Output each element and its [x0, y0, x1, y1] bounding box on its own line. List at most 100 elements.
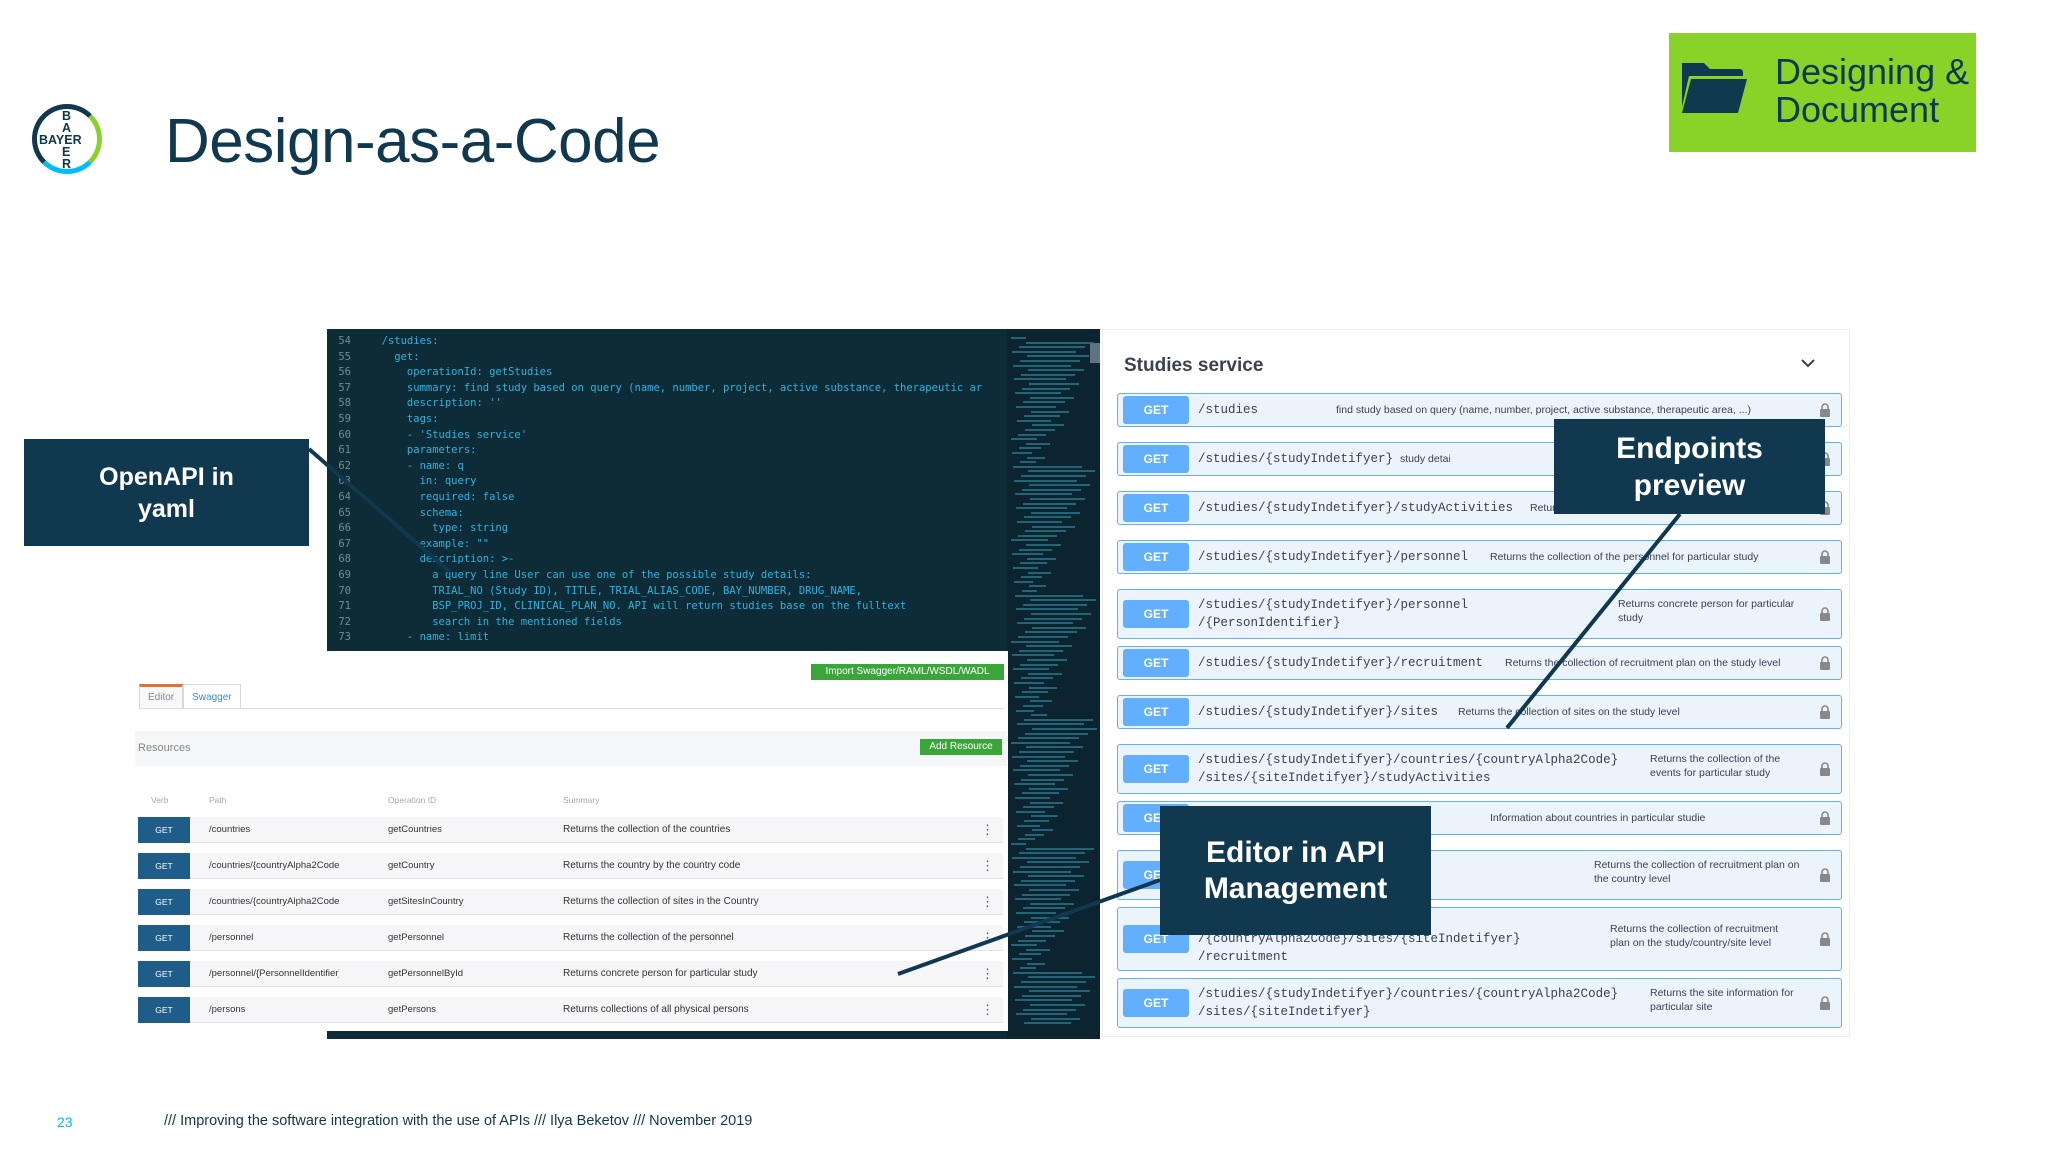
minimap-stroke — [1031, 410, 1069, 413]
lock-icon[interactable] — [1819, 868, 1831, 882]
minimap-stroke — [1024, 718, 1093, 721]
tab-swagger[interactable]: Swagger — [183, 684, 241, 709]
endpoint-row[interactable]: GET/studies/{studyIndetifyer}/countries/… — [1117, 744, 1842, 794]
kebab-menu-icon[interactable]: ⋮ — [981, 930, 993, 945]
code-line: 64 required: false — [327, 490, 1007, 506]
minimap-stroke — [1028, 571, 1051, 574]
minimap-stroke — [1027, 355, 1089, 358]
table-row[interactable]: GET/countries/{countryAlpha2Code}/sit...… — [138, 889, 1003, 915]
resources-label: Resources — [138, 742, 191, 754]
add-resource-button[interactable]: Add Resource — [920, 739, 1002, 755]
minimap-stroke — [1015, 392, 1061, 395]
endpoint-row[interactable]: GET/studies/{studyIndetifyer}/recruitmen… — [1117, 646, 1842, 680]
minimap-stroke — [1030, 396, 1074, 399]
minimap-stroke — [1023, 705, 1043, 707]
operation-id: getSitesInCountry — [388, 896, 464, 907]
resource-path: /countries/{countryAlpha2Code}/sit... — [209, 896, 339, 907]
method-badge: GET — [1123, 698, 1189, 726]
minimap-stroke — [1014, 378, 1066, 381]
lock-icon[interactable] — [1819, 705, 1831, 719]
minimap-stroke — [1021, 677, 1053, 680]
resources-bar: Resources Add Resource — [135, 731, 1007, 766]
code-minimap[interactable] — [1007, 329, 1100, 1039]
minimap-stroke — [1023, 502, 1076, 505]
lock-icon[interactable] — [1819, 811, 1831, 825]
minimap-stroke — [1024, 1022, 1071, 1025]
minimap-stroke — [1030, 498, 1085, 500]
lock-icon[interactable] — [1819, 607, 1831, 621]
lock-icon[interactable] — [1819, 656, 1831, 670]
endpoint-path: /studies/{studyIndetifyer}/recruitment — [1198, 656, 1484, 670]
minimap-stroke — [1020, 663, 1058, 666]
minimap-stroke — [1014, 985, 1077, 988]
minimap-stroke — [1020, 461, 1036, 464]
table-row[interactable]: GET/personnel/{PersonnelIdentifier}/sit.… — [138, 961, 1003, 987]
column-header-verb: Verb — [151, 795, 169, 805]
minimap-stroke — [1013, 364, 1071, 367]
minimap-stroke — [1028, 875, 1084, 878]
lock-icon[interactable] — [1819, 550, 1831, 564]
endpoint-row[interactable]: GET/studies/{studyIndetifyer}/personnel … — [1117, 589, 1842, 639]
code-line: 55 get: — [327, 350, 1007, 366]
line-text: description: >- — [369, 553, 515, 566]
kebab-menu-icon[interactable]: ⋮ — [981, 822, 993, 837]
service-title[interactable]: Studies service — [1124, 355, 1264, 376]
chevron-down-icon[interactable] — [1799, 354, 1817, 372]
scrollbar-thumb[interactable] — [1090, 343, 1100, 363]
minimap-stroke — [1022, 792, 1059, 795]
page-title: Design-as-a-Code — [165, 107, 661, 176]
endpoint-description: Returns concrete person for particular s… — [1618, 598, 1795, 624]
endpoint-path: /studies/{studyIndetifyer}/studyActiviti… — [1198, 501, 1514, 515]
lock-icon[interactable] — [1819, 762, 1831, 776]
method-badge: GET — [1123, 543, 1189, 571]
minimap-stroke — [1028, 470, 1095, 473]
minimap-stroke — [1032, 424, 1064, 427]
tab-editor[interactable]: Editor — [139, 684, 184, 709]
table-row[interactable]: GET/countries/{countryAlpha2Code}getCoun… — [138, 853, 1003, 879]
minimap-stroke — [1029, 990, 1090, 993]
minimap-stroke — [1018, 433, 1046, 436]
minimap-stroke — [1020, 360, 1080, 362]
lock-icon[interactable] — [1819, 403, 1831, 417]
code-line: 70 TRIAL_NO (Study ID), TITLE, TRIAL_ALI… — [327, 584, 1007, 600]
code-line: 72 search in the mentioned fields — [327, 615, 1007, 631]
minimap-stroke — [1031, 511, 1080, 514]
kebab-menu-icon[interactable]: ⋮ — [981, 966, 993, 981]
minimap-stroke — [1016, 709, 1034, 712]
line-number: 55 — [338, 350, 351, 363]
minimap-stroke — [1030, 902, 1074, 905]
minimap-stroke — [1030, 1004, 1085, 1006]
kebab-menu-icon[interactable]: ⋮ — [981, 1002, 993, 1017]
minimap-stroke — [1025, 935, 1055, 937]
endpoint-path: /studies/{studyIndetifyer}/personnel — [1198, 550, 1469, 564]
minimap-stroke — [1020, 866, 1080, 868]
minimap-stroke — [1015, 999, 1072, 1002]
code-line: 57 summary: find study based on query (n… — [327, 381, 1007, 397]
lock-icon[interactable] — [1819, 996, 1831, 1010]
minimap-stroke — [1031, 714, 1047, 717]
endpoint-row[interactable]: GET/studies/{studyIndetifyer}/countries/… — [1117, 978, 1842, 1028]
api-management-editor: Import Swagger/RAML/WSDL/WADL Editor Swa… — [135, 651, 1008, 1031]
minimap-stroke — [1011, 337, 1026, 339]
minimap-stroke — [1012, 755, 1065, 758]
kebab-menu-icon[interactable]: ⋮ — [981, 858, 993, 873]
minimap-stroke — [1017, 925, 1051, 928]
import-swagger-button[interactable]: Import Swagger/RAML/WSDL/WADL — [811, 664, 1004, 680]
minimap-stroke — [1017, 723, 1084, 726]
minimap-stroke — [1011, 843, 1026, 845]
minimap-stroke — [1019, 346, 1085, 349]
line-number: 65 — [338, 506, 351, 519]
minimap-stroke — [1032, 728, 1097, 730]
endpoint-path: /studies/{studyIndetifyer}/countries/{co… — [1198, 987, 1619, 1019]
minimap-stroke — [1012, 958, 1032, 960]
minimap-stroke — [1013, 567, 1038, 569]
minimap-stroke — [1027, 861, 1089, 864]
lock-icon[interactable] — [1819, 932, 1831, 946]
kebab-menu-icon[interactable]: ⋮ — [981, 894, 993, 909]
